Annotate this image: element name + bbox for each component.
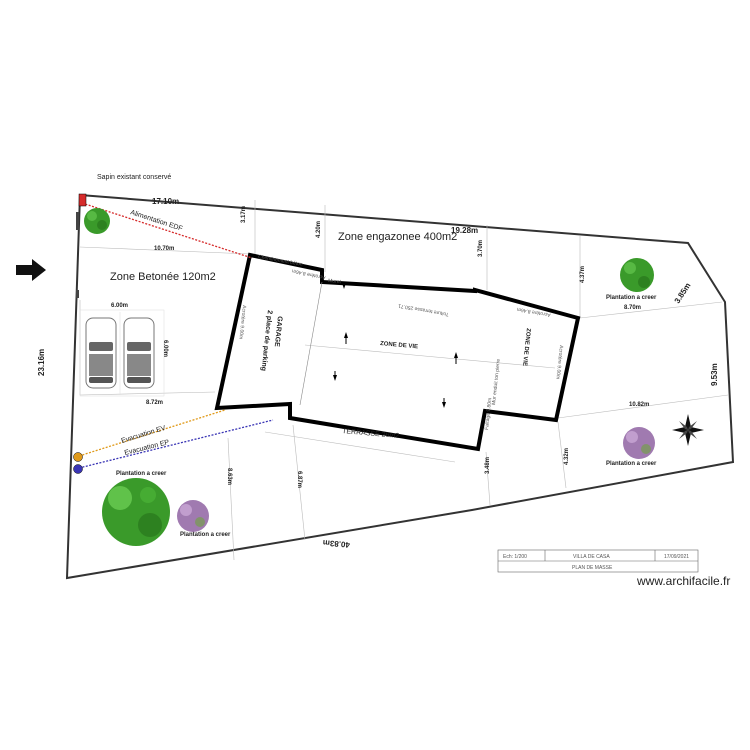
flow-arrows xyxy=(333,283,458,408)
plot-boundary xyxy=(65,193,735,580)
living-zone-label: ZONE DE VIE xyxy=(380,341,418,350)
plant-label-4: Plantation a creer xyxy=(180,532,231,538)
dim-385: 3.85m xyxy=(673,281,693,305)
dim-872: 8.72m xyxy=(146,400,163,406)
tree-icon xyxy=(84,208,110,234)
title-date: 17/09/2021 xyxy=(664,554,689,560)
dim-348: 3.48m xyxy=(485,457,491,474)
ev-line xyxy=(78,409,226,457)
terrace-label: TERRASSE 26m2 xyxy=(342,428,400,440)
dim-317: 3.17m xyxy=(241,206,247,223)
concrete-zone-label: Zone Betonée 120m2 xyxy=(110,271,216,283)
dim-top-right: 19.28m xyxy=(451,226,478,235)
compass-rose-icon xyxy=(672,414,704,446)
living-zone-label-right: ZONE DE VIE xyxy=(521,328,531,366)
dim-cars-width: 6.00m xyxy=(111,303,128,309)
note-path: Cheminement béton xyxy=(258,254,304,268)
dim-370: 3.70m xyxy=(478,240,484,257)
flower-bush-icon xyxy=(623,427,655,459)
dim-863: 8.63m xyxy=(226,468,232,485)
title-sheet: PLAN DE MASSE xyxy=(572,565,613,571)
car-icon xyxy=(123,317,155,389)
title-project: VILLA DE CASA xyxy=(573,554,610,560)
garage-parking-label: 2 place de parking xyxy=(260,310,273,371)
ep-manhole-icon xyxy=(73,464,83,474)
ep-line xyxy=(78,419,274,469)
ev-manhole-icon xyxy=(73,452,83,462)
dim-432: 4.32m xyxy=(564,448,570,465)
dim-1082: 10.82m xyxy=(629,402,649,408)
edf-label: Alimentation EDF xyxy=(129,209,183,232)
note-roof: Toiture terrasse 250.71 xyxy=(398,302,450,317)
dim-953: 9.53m xyxy=(710,363,719,386)
north-arrow-pointer xyxy=(16,259,46,281)
garage-partition xyxy=(299,281,323,406)
garage-label: GARAGE xyxy=(273,316,283,348)
dim-cars-height: 6.00m xyxy=(162,340,168,357)
construction-lines xyxy=(79,200,729,561)
flower-bush-icon xyxy=(177,500,209,532)
plant-label-1: Plantation a creer xyxy=(606,295,657,301)
fir-kept-label: Sapin existant conservé xyxy=(97,174,171,181)
note-low-wall: Muret xyxy=(328,278,342,285)
lawn-zone-label: Zone engazonee 400m2 xyxy=(338,231,457,243)
note-acrotere-2: Acrotère 9.00m xyxy=(237,305,247,340)
dim-left-mid: 10.70m xyxy=(154,246,174,252)
dim-bottom: 40.83m xyxy=(322,538,350,549)
edf-line xyxy=(81,202,253,259)
note-wall-finish: Mur enduit ton pierre xyxy=(491,358,502,405)
dim-left-side: 23.16m xyxy=(37,349,46,376)
dim-420: 4.20m xyxy=(316,221,322,238)
tree-icon xyxy=(620,258,654,292)
parking-area xyxy=(79,309,165,397)
gate-post-icon xyxy=(76,290,79,298)
dim-437: 4.37m xyxy=(580,266,586,283)
note-acrotere-3: Acrotère 8.46m xyxy=(516,306,551,318)
tree-icon xyxy=(102,478,170,546)
car-icon xyxy=(85,317,117,389)
dim-top-left: 17.10m xyxy=(152,197,179,206)
note-acrotere-4: Acrotère 9.00m xyxy=(554,345,564,380)
dim-687: 6.87m xyxy=(296,471,302,488)
title-block xyxy=(497,549,699,573)
dim-870: 8.70m xyxy=(624,305,641,311)
gate-post-icon xyxy=(76,212,79,230)
edf-box-icon xyxy=(78,193,87,207)
plant-label-3: Plantation a creer xyxy=(116,471,167,477)
watermark: www.archifacile.fr xyxy=(636,574,730,588)
plant-label-2: Plantation a creer xyxy=(606,461,657,467)
title-scale: Ech: 1/200 xyxy=(503,554,527,560)
note-ridge: Faîtage 9.80m xyxy=(484,398,493,431)
